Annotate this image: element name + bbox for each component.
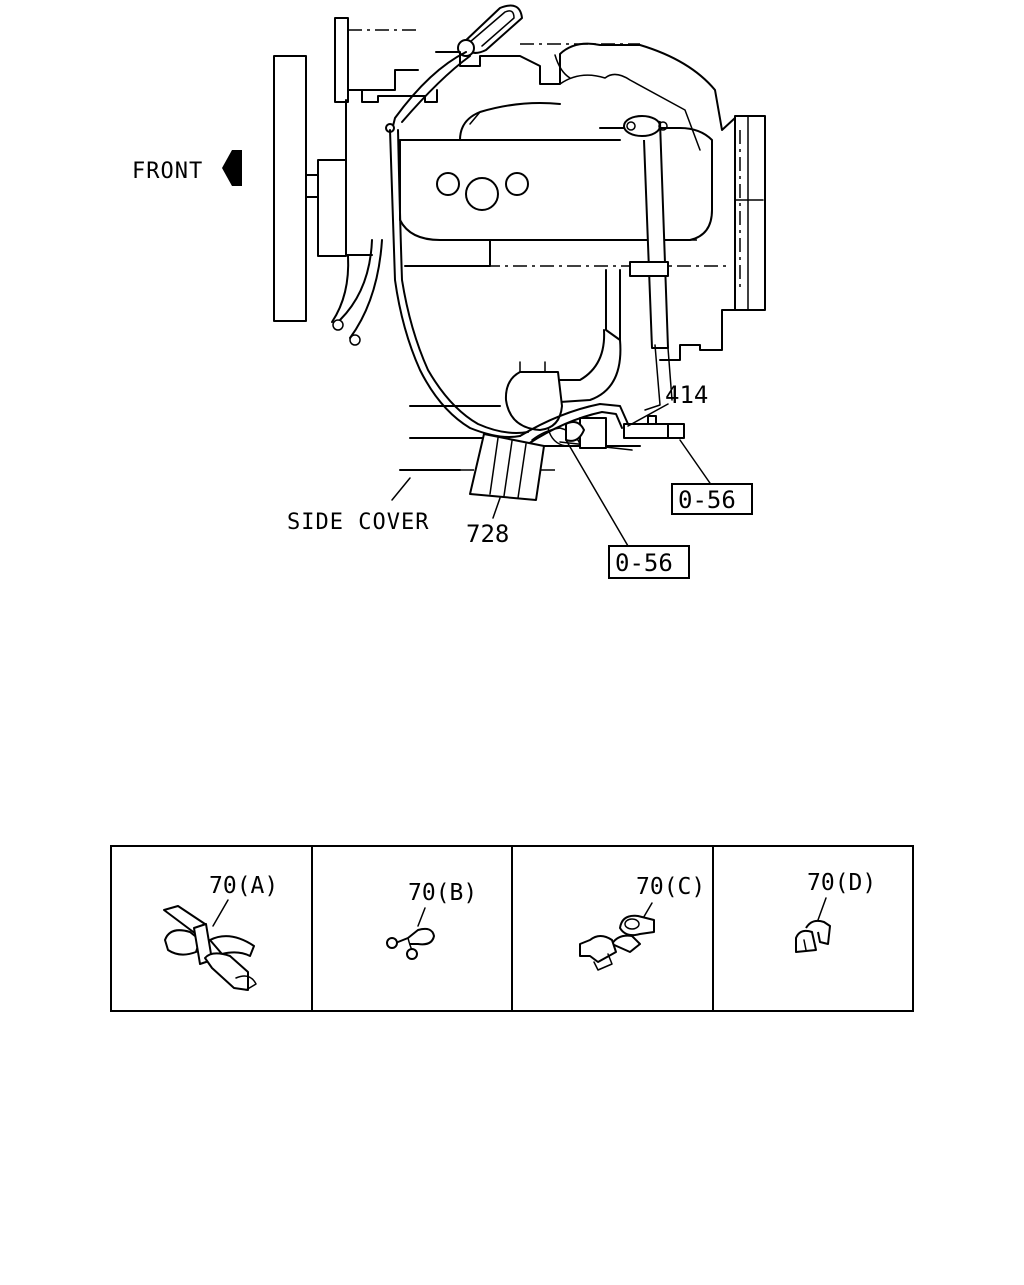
clip-cell-d: 70(D)	[795, 870, 876, 953]
clip-a-label: 70(A)	[209, 873, 278, 899]
part-414-label: 414	[665, 381, 708, 409]
ref-lower-label: 0-56	[615, 549, 673, 577]
clip-b-icon	[386, 927, 435, 960]
ref-box-lower[interactable]: 0-56	[608, 545, 690, 579]
side-cover-label: SIDE COVER	[287, 510, 429, 535]
clip-cell-c: 70(C)	[579, 874, 705, 971]
clip-d-label: 70(D)	[807, 870, 876, 896]
clip-a-icon	[163, 905, 257, 991]
clip-c-label: 70(C)	[636, 874, 705, 900]
clip-cell-a: 70(A)	[163, 873, 278, 991]
ref-box-upper[interactable]: 0-56	[671, 483, 753, 515]
clip-d-icon	[795, 919, 831, 953]
front-label: FRONT	[132, 159, 203, 184]
clip-cell-b: 70(B)	[386, 880, 477, 960]
engine-illustration	[222, 4, 766, 501]
ref-upper-label: 0-56	[678, 486, 736, 514]
clip-b-label: 70(B)	[408, 880, 477, 906]
clip-table: 70(A) 70(B) 70(C)	[110, 845, 914, 1012]
leader-lines	[391, 403, 713, 547]
front-arrow-icon	[222, 150, 242, 186]
clip-c-icon	[579, 914, 655, 971]
part-728-label: 728	[466, 520, 509, 548]
